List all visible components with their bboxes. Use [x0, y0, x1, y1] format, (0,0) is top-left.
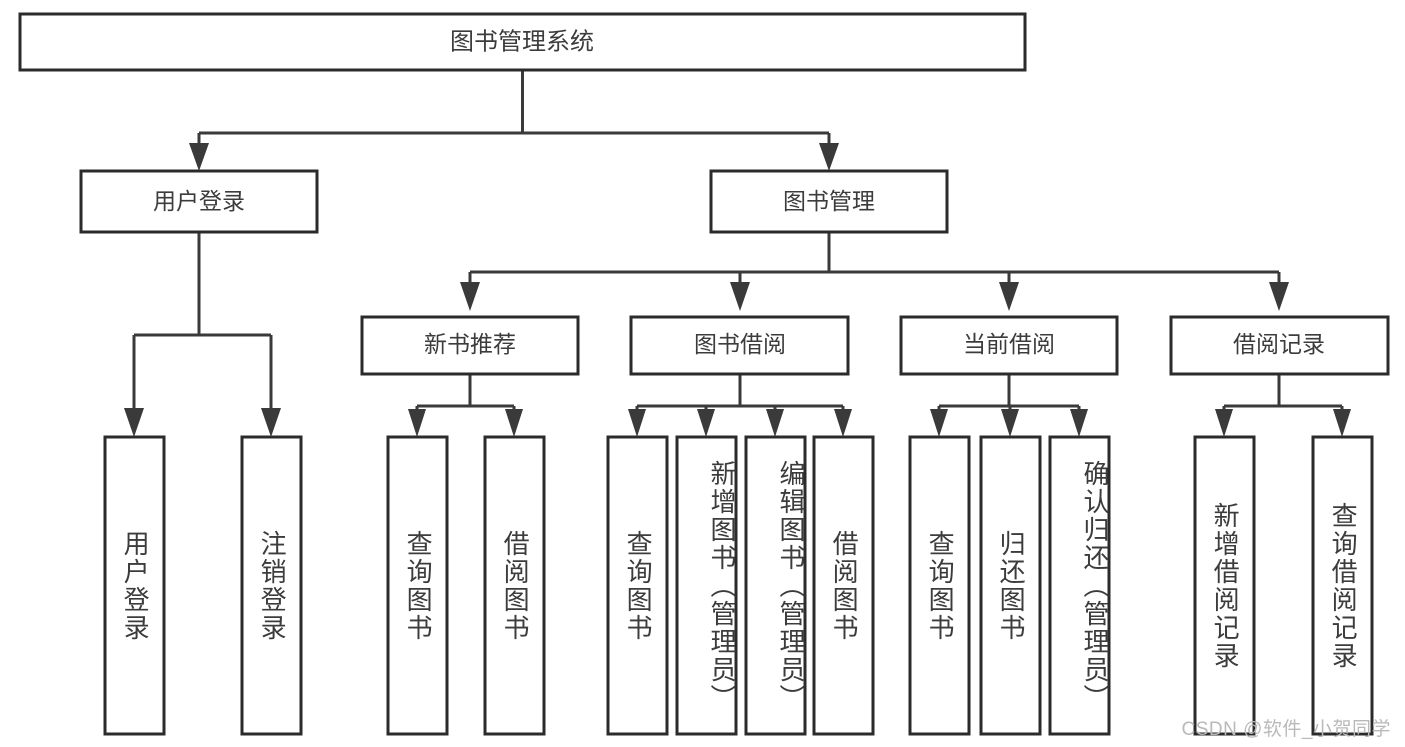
arrowhead-leaf-confirm-return — [1070, 409, 1088, 437]
arrowhead-leaf-borrow-book-1 — [505, 409, 523, 437]
leaf-query-book-3[interactable] — [908, 435, 971, 736]
arrowhead-leaf-logout — [261, 408, 281, 437]
arrowhead-book-borrow — [730, 282, 750, 311]
node-book-borrow[interactable] — [629, 315, 850, 376]
leaf-logout[interactable] — [240, 435, 303, 736]
connector-group — [124, 70, 1351, 437]
leaf-user-login[interactable] — [103, 435, 166, 736]
node-new-book-recommend[interactable] — [360, 315, 580, 376]
arrowhead-new-book — [460, 282, 480, 311]
node-root[interactable] — [18, 12, 1027, 72]
arrowhead-leaf-add-record — [1215, 409, 1233, 437]
leaf-confirm-return-admin[interactable] — [1048, 435, 1111, 736]
leaf-edit-book-admin[interactable] — [744, 435, 807, 736]
node-book-borrow-label: 图书借阅 — [694, 331, 786, 357]
arrowhead-leaf-add-book — [697, 409, 715, 437]
arrowhead-leaf-borrow-book-2 — [834, 409, 852, 437]
arrowhead-leaf-query-book-2 — [628, 409, 646, 437]
arrowhead-leaf-query-record — [1333, 409, 1351, 437]
arrowhead-leaf-query-book-1 — [408, 409, 426, 437]
leaf-query-borrow-record[interactable] — [1311, 435, 1374, 736]
node-user-login-label: 用户登录 — [153, 188, 245, 214]
leaf-query-book-1[interactable] — [386, 435, 449, 736]
arrowhead-leaf-query-book-3 — [930, 409, 948, 437]
node-borrow-record-label: 借阅记录 — [1233, 331, 1325, 357]
node-borrow-record[interactable] — [1169, 315, 1390, 376]
leaf-borrow-book-1[interactable] — [483, 435, 546, 736]
leaf-add-book-admin[interactable] — [675, 435, 738, 736]
node-book-management[interactable] — [709, 169, 949, 234]
arrowhead-leaf-edit-book — [766, 409, 784, 437]
node-user-login[interactable] — [79, 169, 319, 234]
leaf-query-book-2[interactable] — [606, 435, 669, 736]
arrowhead-borrow-record — [1269, 282, 1289, 311]
node-current-borrow[interactable] — [899, 315, 1119, 376]
arrowhead-current-borrow — [999, 282, 1019, 311]
node-book-management-label: 图书管理 — [783, 188, 875, 214]
arrowhead-user-login — [189, 143, 209, 171]
leaf-return-book[interactable] — [979, 435, 1042, 736]
node-new-book-recommend-label: 新书推荐 — [424, 331, 516, 357]
node-root-label: 图书管理系统 — [450, 28, 594, 55]
csdn-watermark: CSDN @软件_小贺同学 — [1181, 719, 1391, 740]
arrowhead-leaf-return-book — [1001, 409, 1019, 437]
node-group: 图书管理系统 用户登录 图书管理 新书推荐 图书借阅 当前借阅 借阅记录 — [18, 12, 1390, 736]
node-current-borrow-label: 当前借阅 — [963, 331, 1055, 357]
leaf-add-borrow-record[interactable] — [1193, 435, 1256, 736]
arrowhead-leaf-user-login — [124, 408, 144, 437]
arrowhead-book-manage — [819, 143, 839, 171]
leaf-borrow-book-2[interactable] — [812, 435, 875, 736]
